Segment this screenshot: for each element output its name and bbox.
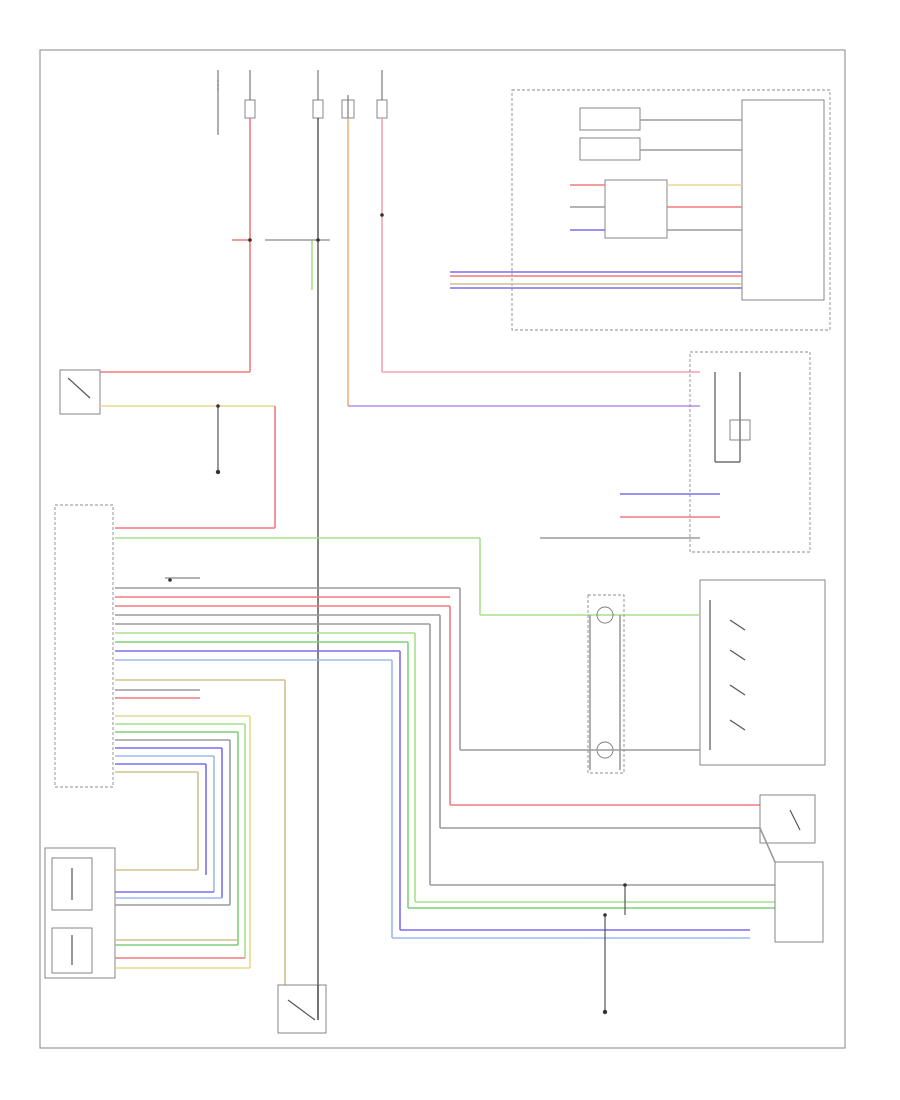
ecm-module	[54, 504, 114, 788]
ascd-brake-switch	[759, 794, 816, 844]
combination-meter	[689, 351, 811, 553]
fuse-feeds	[217, 70, 388, 135]
clutch-pedal-switch	[277, 984, 327, 1034]
throttle-actuator	[774, 861, 824, 943]
ascd-steering-switch	[699, 579, 826, 766]
stop-lamp-switch	[59, 369, 101, 415]
transmission-module	[511, 89, 831, 331]
accelerator-pedal-sensor	[44, 847, 116, 979]
diagram-frame	[39, 49, 846, 1049]
